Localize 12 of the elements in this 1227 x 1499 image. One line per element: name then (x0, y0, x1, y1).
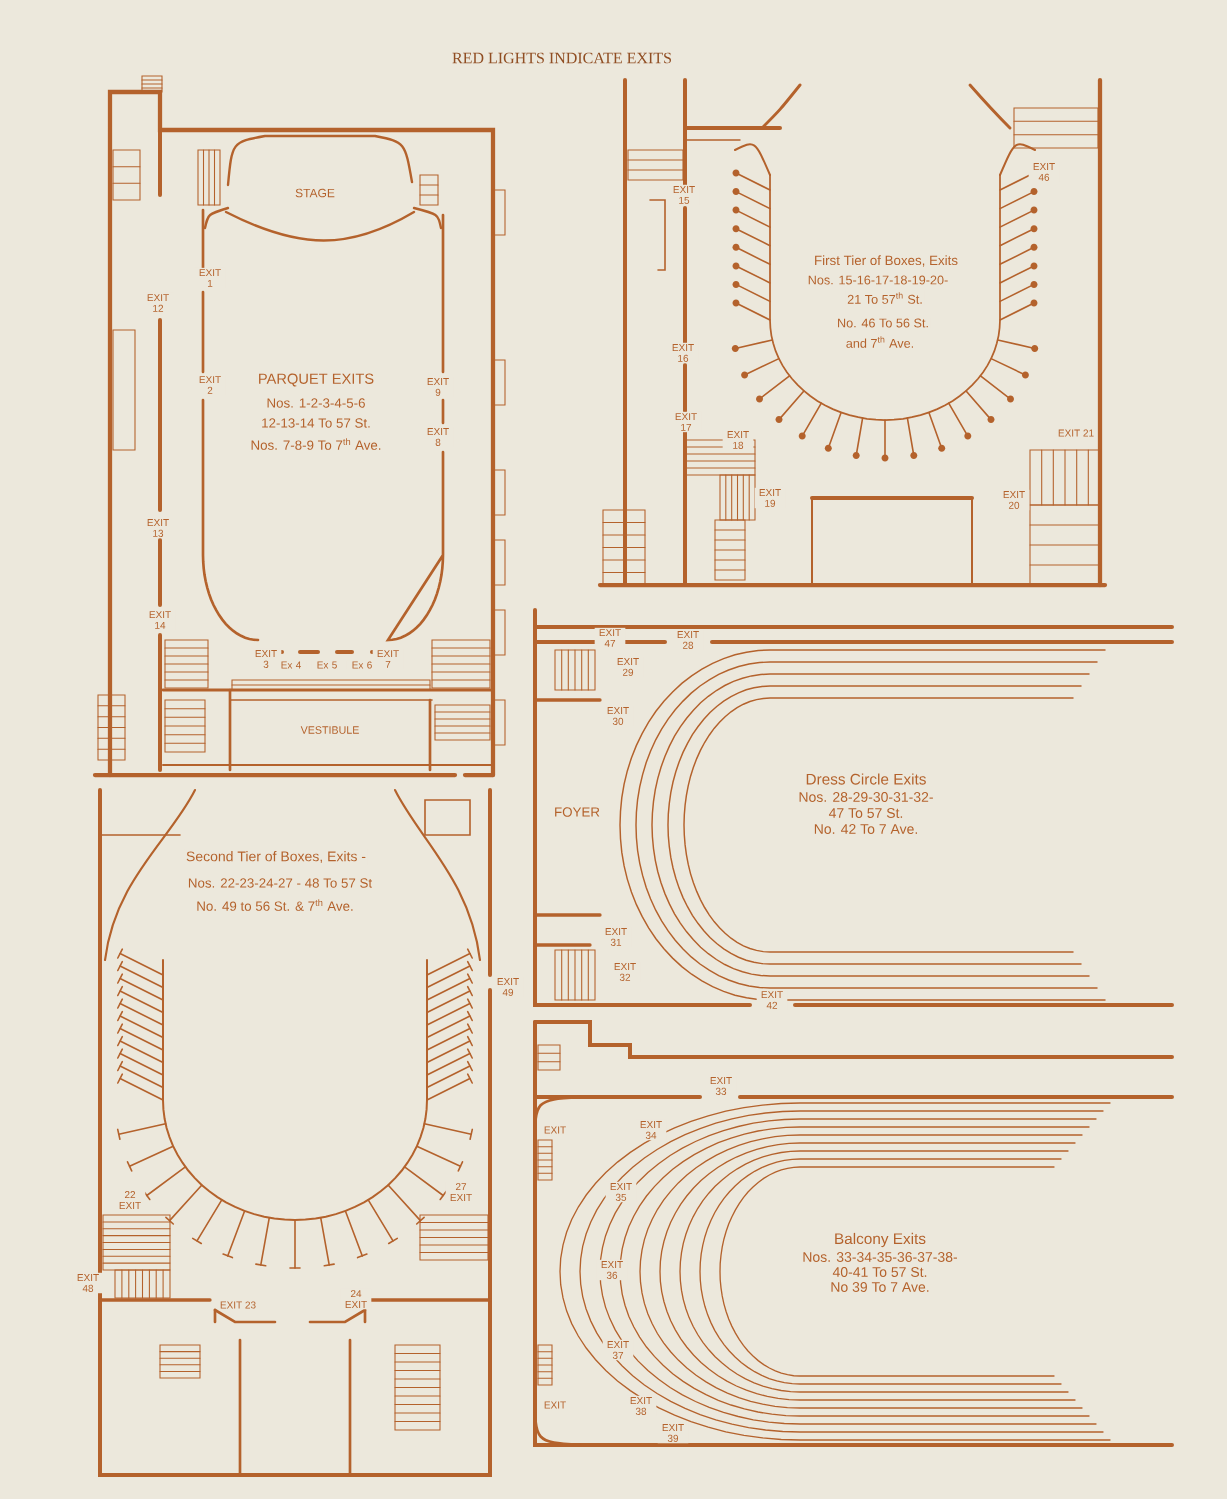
exit-label: EXIT (542, 1400, 568, 1410)
exit-label: EXIT 21 (1056, 428, 1096, 438)
room-label: STAGE (293, 187, 337, 199)
plan-heading: PARQUET EXITS (256, 372, 376, 388)
exit-note: No. 46 To 56 St. (835, 317, 931, 329)
page-title: RED LIGHTS INDICATE EXITS (452, 52, 671, 64)
exit-label: EXIT (542, 1125, 568, 1135)
room-label: VESTIBULE (299, 724, 361, 736)
exit-label: Ex 5 (311, 660, 343, 670)
exit-note: Nos. 15-16-17-18-19-20- (806, 274, 950, 286)
plan-heading: Dress Circle Exits (804, 772, 928, 786)
exit-label: EXIT 23 (218, 1300, 258, 1310)
